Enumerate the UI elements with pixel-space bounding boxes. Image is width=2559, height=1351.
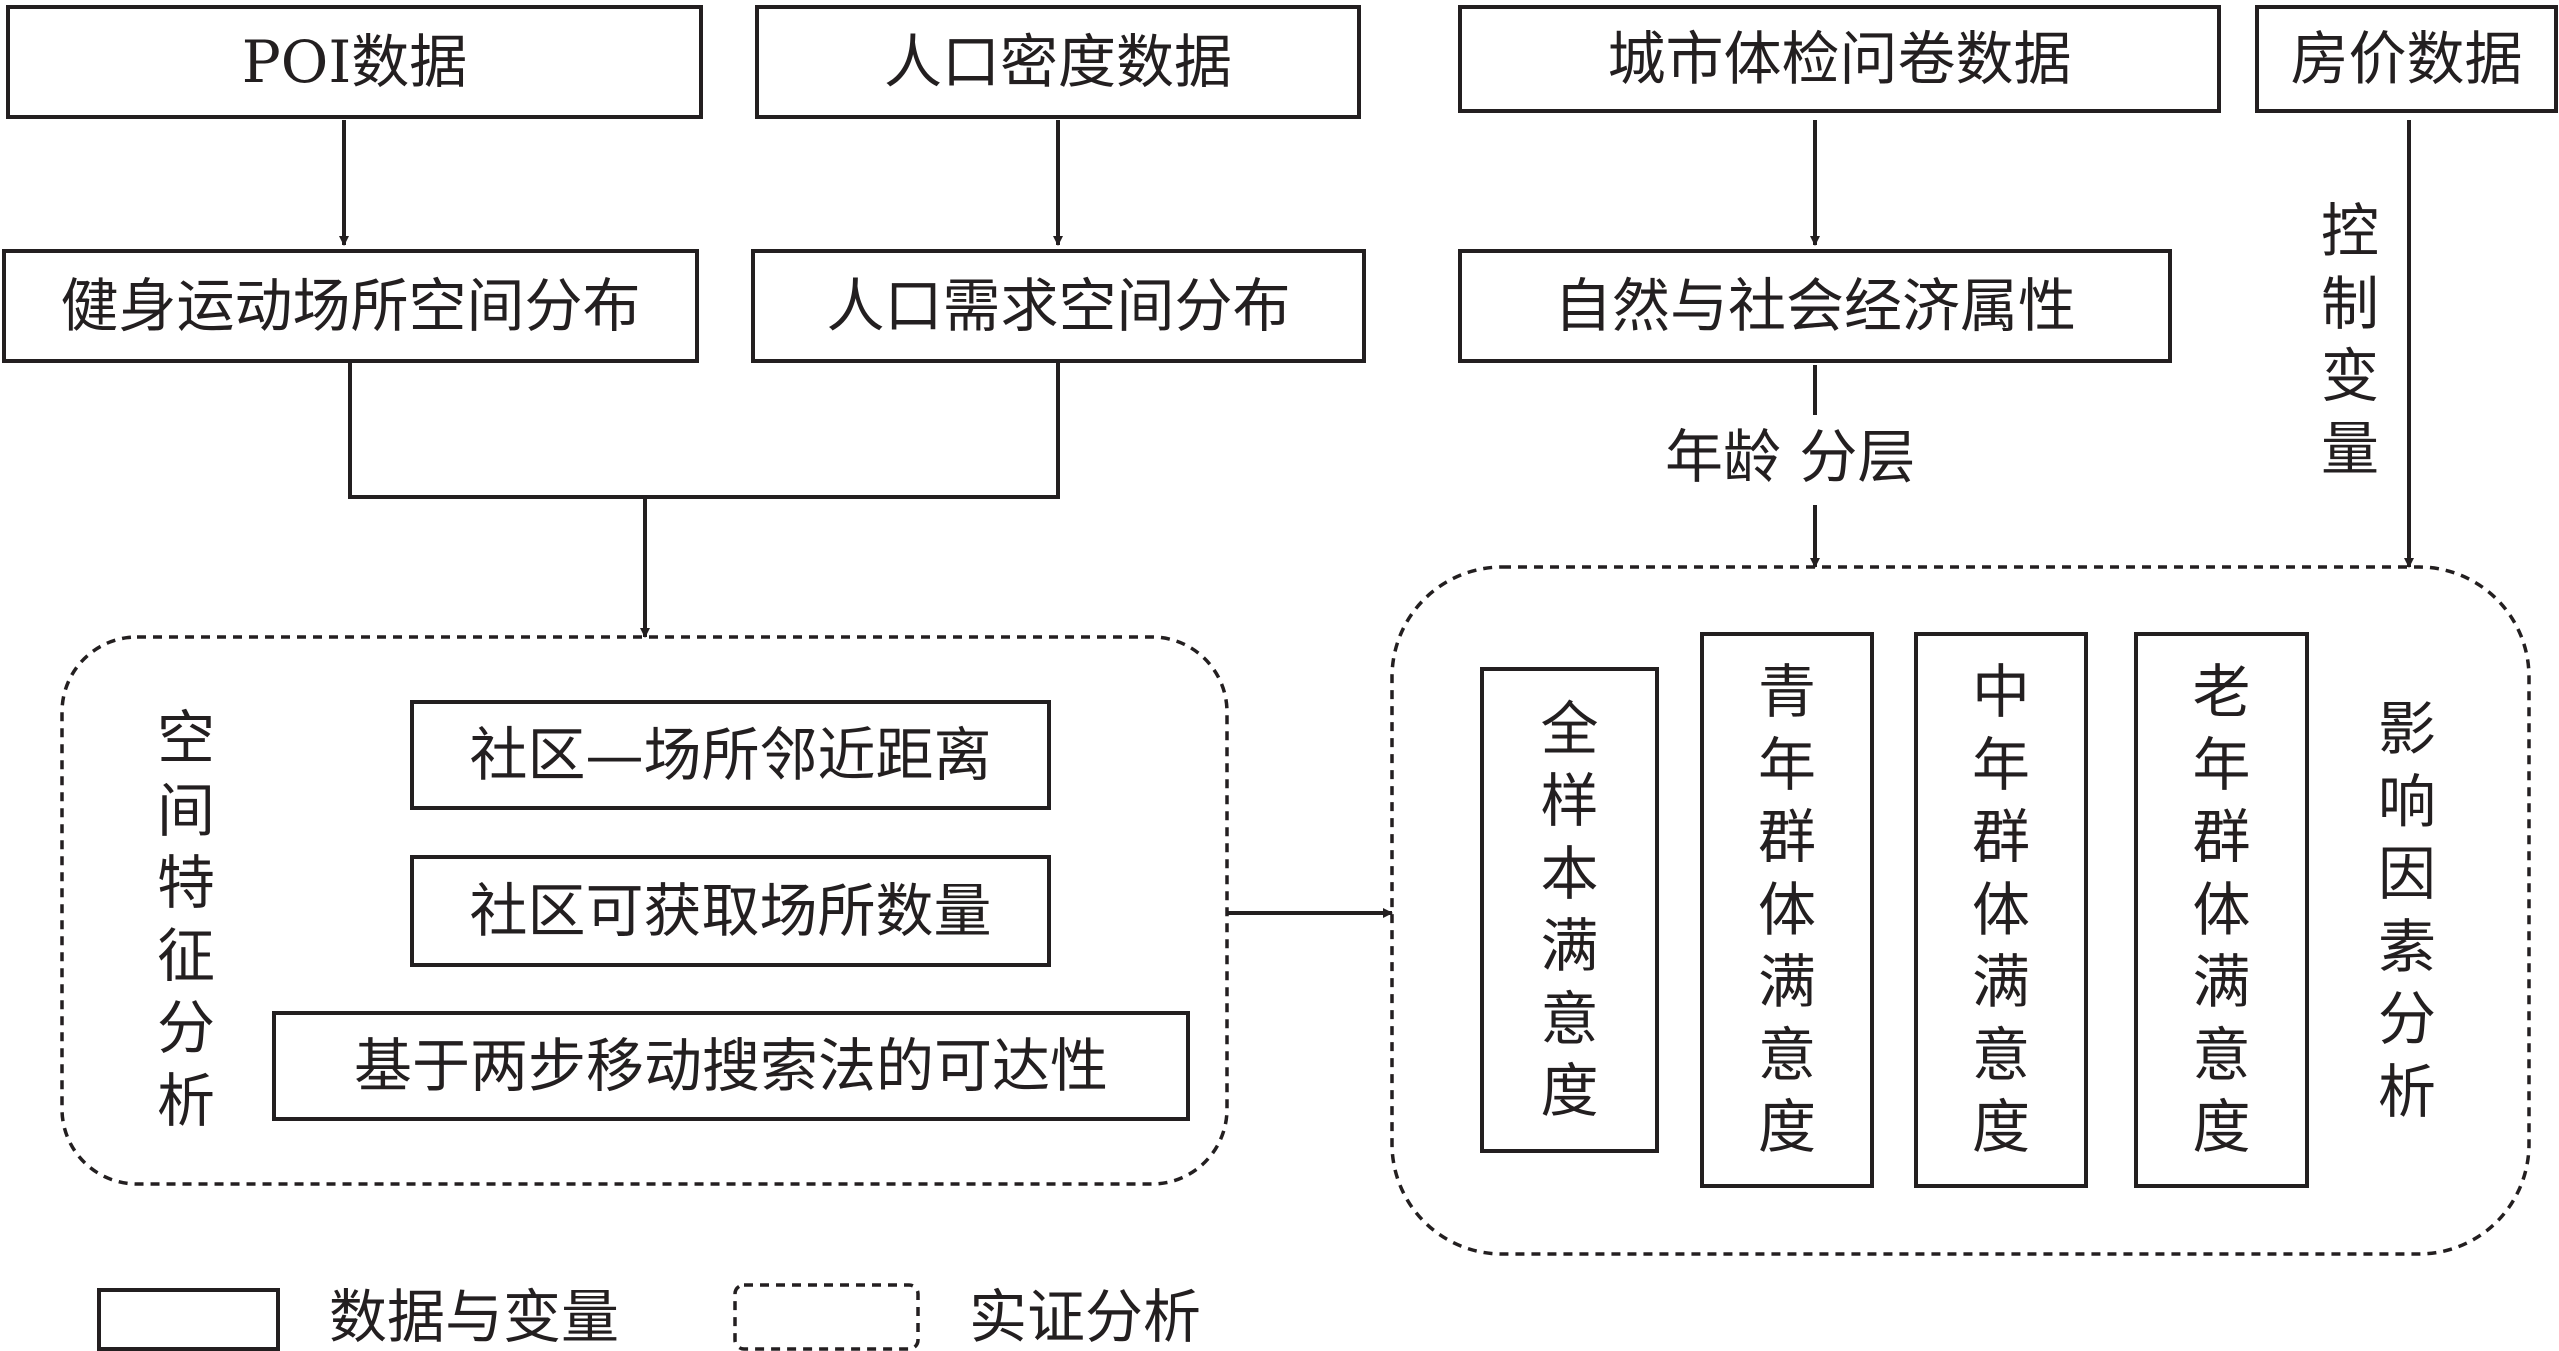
spatial-item-proximity: 社区—场所邻近距离 <box>410 700 1051 810</box>
spatial-item-accessibility: 基于两步移动搜索法的可达性 <box>272 1011 1190 1121</box>
legend-solid-label: 数据与变量 <box>329 1283 620 1351</box>
spatial-item-proximity-label: 社区—场所邻近距离 <box>469 721 992 789</box>
influencing-factor-title: 影响因素分析 <box>2377 695 2436 1126</box>
poi-data-label: POI数据 <box>241 28 468 96</box>
facility-distribution-box: 健身运动场所空间分布 <box>2 249 699 363</box>
spatial-item-accessibility-label: 基于两步移动搜索法的可达性 <box>353 1032 1108 1100</box>
poi-data-box: POI数据 <box>6 5 703 119</box>
spatial-item-count-label: 社区可获取场所数量 <box>469 877 992 945</box>
age-stratification-label: 年龄 分层 <box>1665 423 1916 491</box>
connector-merge <box>348 362 1060 499</box>
questionnaire-data-box: 城市体检问卷数据 <box>1458 5 2221 113</box>
satisfaction-group-elderly-label: 老年群体满意度 <box>2192 658 2251 1162</box>
population-density-data-label: 人口密度数据 <box>883 28 1232 96</box>
satisfaction-group-youth: 青年群体满意度 <box>1700 632 1874 1188</box>
satisfaction-group-elderly: 老年群体满意度 <box>2134 632 2309 1188</box>
house-price-data-label: 房价数据 <box>2290 25 2523 93</box>
satisfaction-group-all: 全样本满意度 <box>1480 667 1659 1153</box>
control-variable-label: 控制变量 <box>2320 197 2379 483</box>
satisfaction-group-youth-label: 青年群体满意度 <box>1757 658 1816 1162</box>
attributes-box: 自然与社会经济属性 <box>1458 249 2172 363</box>
population-demand-label: 人口需求空间分布 <box>826 272 1291 340</box>
spatial-analysis-frame <box>60 635 1229 1186</box>
questionnaire-data-label: 城市体检问卷数据 <box>1607 25 2072 93</box>
house-price-data-box: 房价数据 <box>2255 5 2558 113</box>
spatial-item-count: 社区可获取场所数量 <box>410 855 1051 967</box>
legend-dashed-label: 实证分析 <box>969 1283 1202 1351</box>
satisfaction-group-middle-label: 中年群体满意度 <box>1971 658 2030 1162</box>
spatial-analysis-title: 空间特征分析 <box>156 704 215 1135</box>
population-density-data-box: 人口密度数据 <box>755 5 1361 119</box>
satisfaction-group-middle: 中年群体满意度 <box>1914 632 2088 1188</box>
satisfaction-group-all-label: 全样本满意度 <box>1540 694 1599 1126</box>
legend-dashed-swatch <box>733 1283 920 1351</box>
attributes-label: 自然与社会经济属性 <box>1553 272 2076 340</box>
legend-solid-swatch <box>97 1288 280 1351</box>
facility-distribution-label: 健身运动场所空间分布 <box>60 272 641 340</box>
population-demand-box: 人口需求空间分布 <box>751 249 1366 363</box>
